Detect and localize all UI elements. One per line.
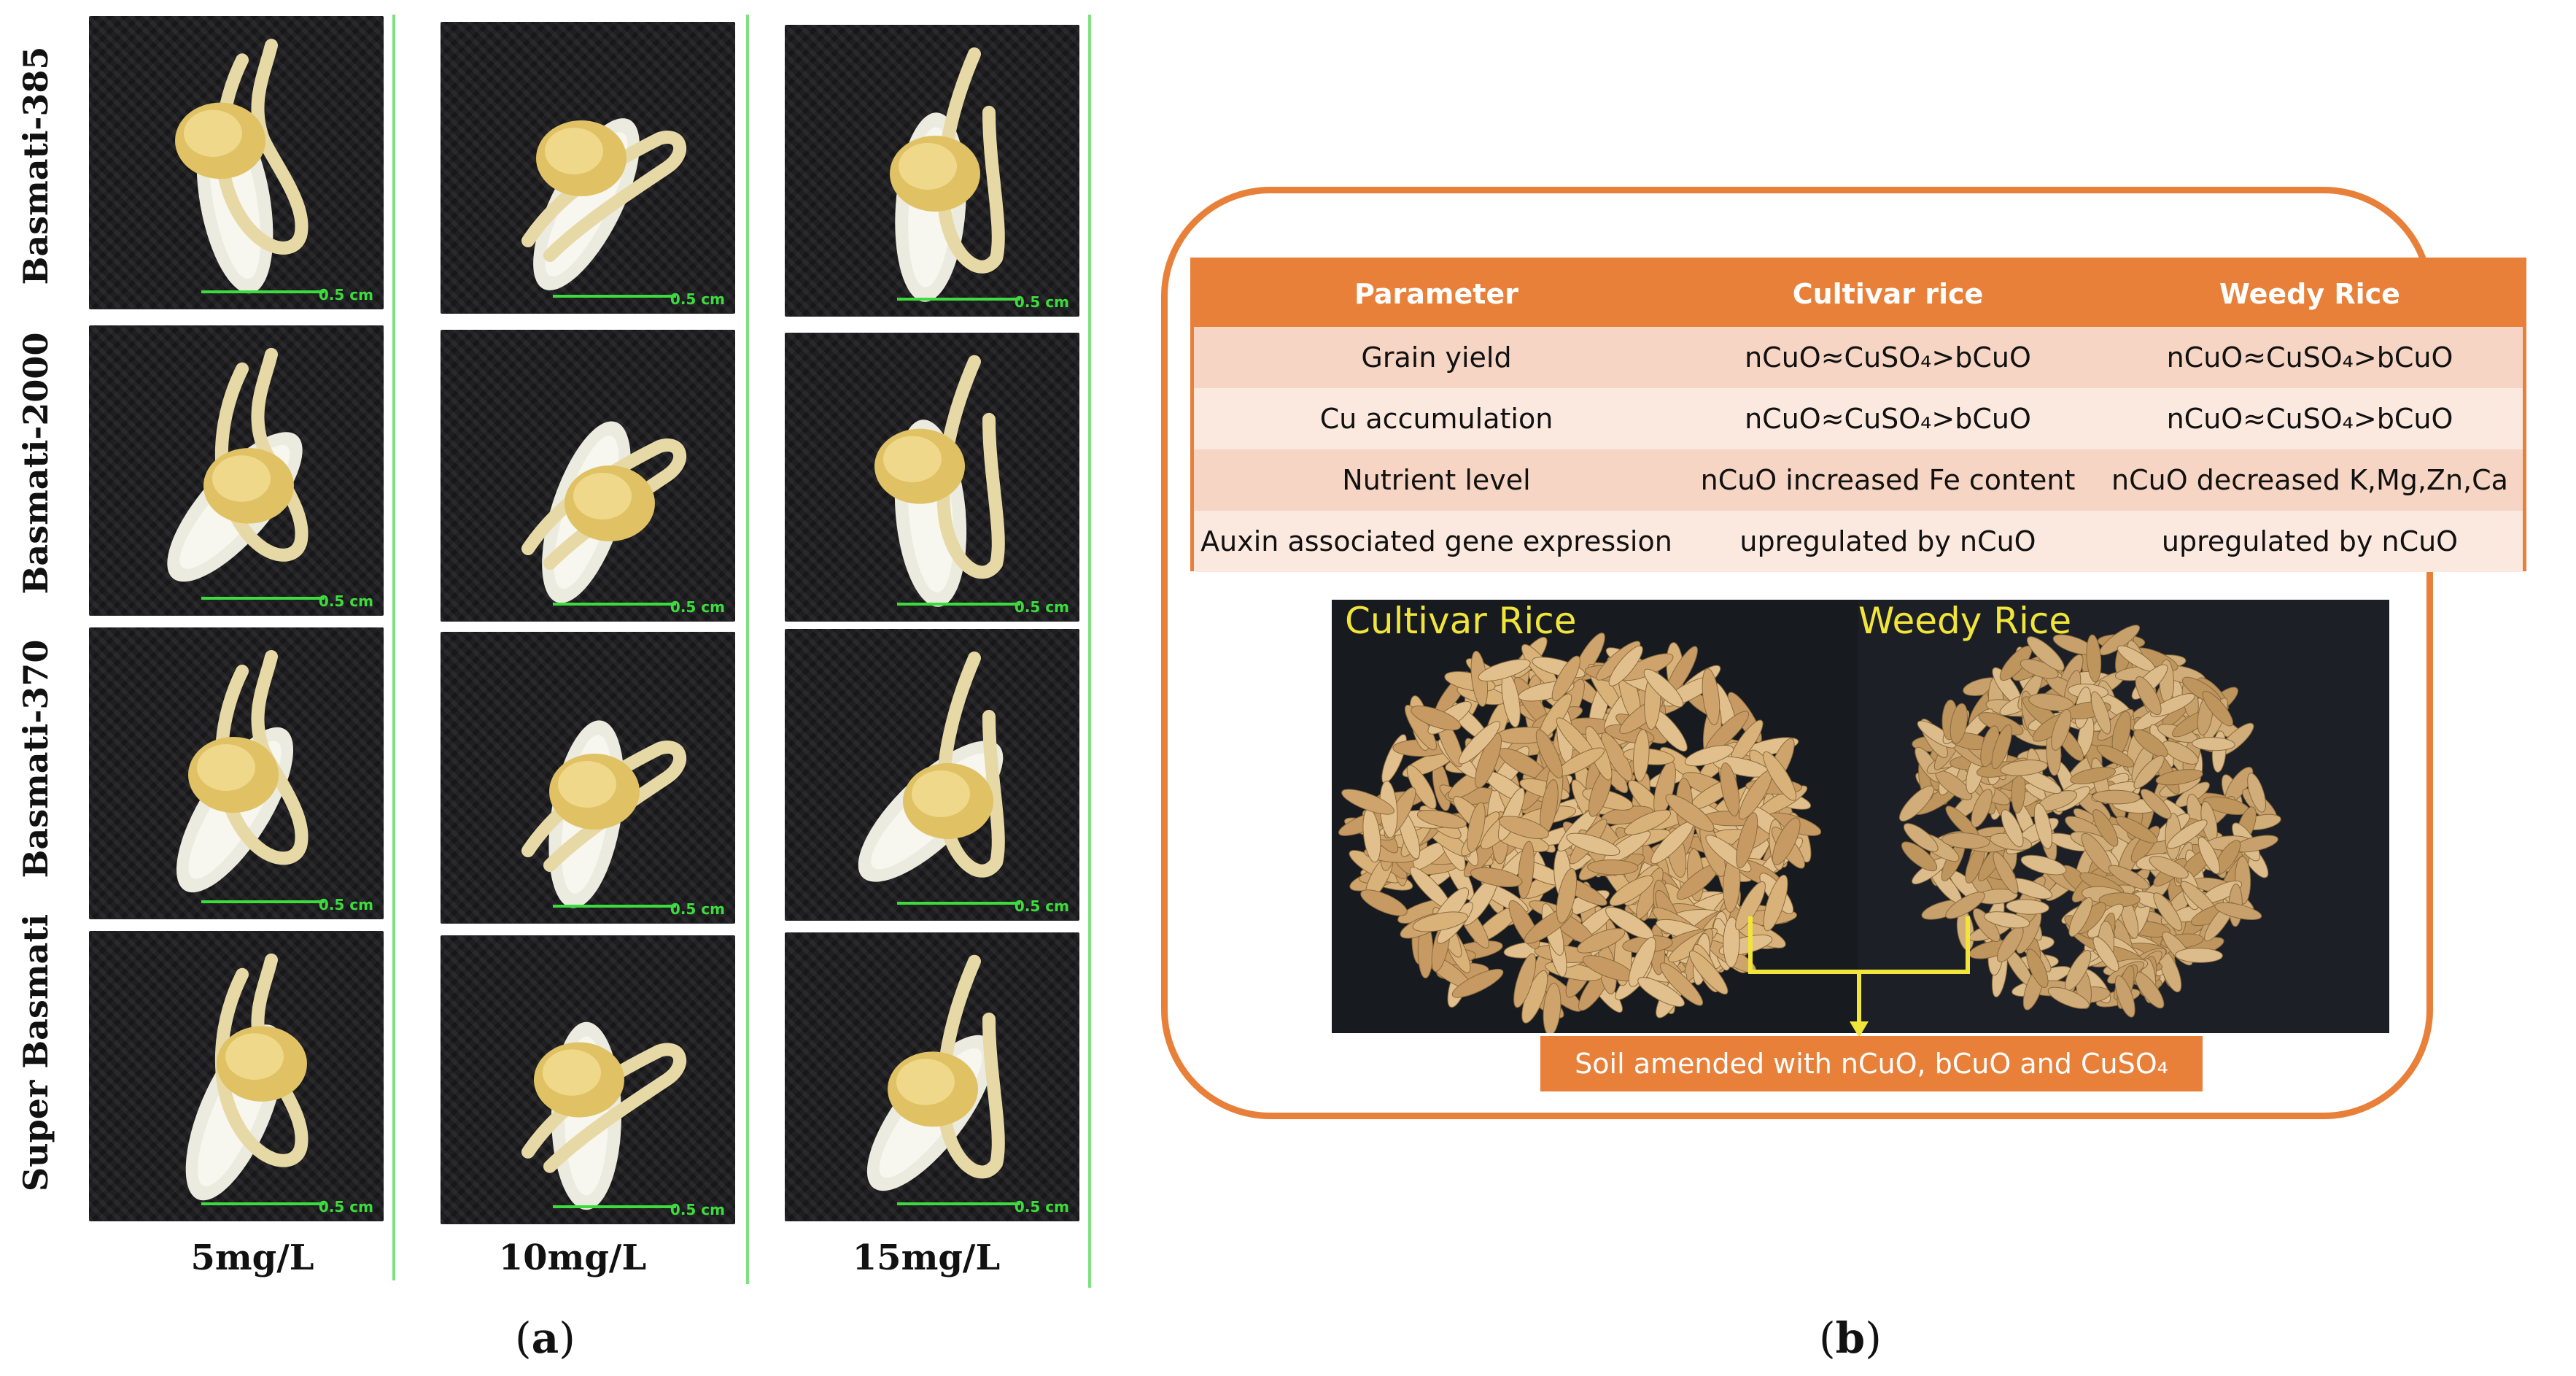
column-label-10mg: 10mg/L [498,1237,647,1278]
bracket-arrow-icon [1748,916,1970,1037]
column-separator [1088,15,1091,1288]
scale-bar-label: 0.5 cm [1014,897,1069,915]
table-row: Grain yield nCuO≈CuSO₄>bCuO nCuO≈CuSO₄>b… [1194,327,2523,388]
summary-frame [1161,187,2433,1119]
seedling-photo: 0.5 cm [89,325,384,616]
panel-label-b: (b) [1819,1313,1882,1363]
seedling-photo: 0.5 cm [441,330,735,622]
row-label-basmati-2000: Basmati-2000 [16,332,55,595]
table-row: Cu accumulation nCuO≈CuSO₄>bCuO nCuO≈CuS… [1194,388,2523,449]
seedling-illustration [185,953,309,1201]
cell-cultivar: nCuO≈CuSO₄>bCuO [1745,403,2031,435]
seedling-photo: 0.5 cm [89,931,384,1221]
seedling-photo: 0.5 cm [89,16,384,309]
label-cultivar-rice: Cultivar Rice [1345,600,1577,642]
cell-cultivar: upregulated by nCuO [1739,525,2036,557]
label-weedy-rice: Weedy Rice [1858,600,2072,642]
cell-weedy: nCuO decreased K,Mg,Zn,Ca [2111,464,2508,496]
scale-bar-label: 0.5 cm [1014,293,1069,311]
seedling-illustration [521,720,687,908]
scale-bar [896,902,1021,905]
results-table: Parameter Cultivar rice Weedy Rice Grain… [1190,258,2526,572]
scale-bar [201,597,325,600]
cell-weedy: nCuO≈CuSO₄>bCuO [2166,403,2453,435]
scale-bar-label: 0.5 cm [1014,598,1069,616]
scale-bar [896,1202,1021,1205]
scale-bar-label: 0.5 cm [670,598,725,616]
column-label-5mg: 5mg/L [190,1237,314,1278]
scale-bar-label: 0.5 cm [670,1201,725,1218]
panel-letter-b: b [1835,1313,1866,1363]
scale-bar [552,295,677,298]
seedling-photo: 0.5 cm [441,632,735,924]
header-parameter: Parameter [1354,278,1518,310]
table-row: Auxin associated gene expression upregul… [1194,511,2523,572]
seedling-photo: 0.5 cm [785,25,1079,317]
scale-bar-label: 0.5 cm [318,1198,373,1215]
rice-grains-illustration [1338,600,2389,1033]
seedling-illustration [858,652,1005,882]
cell-parameter: Nutrient level [1342,464,1531,496]
seedling-illustration [874,355,1005,607]
scale-bar [552,905,677,908]
row-label-basmati-370: Basmati-370 [16,639,55,878]
seedling-illustration [866,954,1005,1191]
rice-grain-photo: Cultivar Rice Weedy Rice [1332,600,2389,1033]
seedling-illustration [890,47,1005,302]
scale-bar [201,1202,325,1205]
scale-bar-label: 0.5 cm [670,900,725,918]
seedling-illustration [167,347,309,582]
scale-bar-label: 0.5 cm [1014,1198,1069,1215]
cell-parameter: Cu accumulation [1319,403,1553,435]
cell-parameter: Auxin associated gene expression [1200,525,1672,557]
scale-bar-label: 0.5 cm [318,286,373,304]
row-label-super-basmati: Super Basmati [16,913,55,1192]
row-label-basmati-385: Basmati-385 [16,46,55,285]
scale-bar-label: 0.5 cm [318,592,373,610]
seedling-photo: 0.5 cm [785,333,1079,622]
seedling-illustration [521,118,687,290]
table-header-row: Parameter Cultivar rice Weedy Rice [1194,261,2523,327]
scale-bar [201,900,325,903]
seedling-illustration [521,1021,687,1210]
seedling-photo: 0.5 cm [441,935,735,1224]
seedling-illustration [176,650,309,893]
seedling-illustration [521,421,687,603]
scale-bar-label: 0.5 cm [670,290,725,308]
seedling-photo: 0.5 cm [785,932,1079,1221]
panel-label-a: (a) [515,1313,575,1363]
seedling-photo: 0.5 cm [441,22,735,314]
seedling-illustration [175,39,309,294]
column-separator [392,15,395,1280]
cell-cultivar: nCuO≈CuSO₄>bCuO [1745,341,2031,374]
scale-bar-label: 0.5 cm [318,896,373,913]
seedling-photo: 0.5 cm [785,629,1079,921]
column-label-15mg: 15mg/L [852,1237,1001,1278]
scale-bar [552,1205,677,1208]
table-row: Nutrient level nCuO increased Fe content… [1194,449,2523,511]
header-weedy: Weedy Rice [2219,278,2400,310]
scale-bar [896,603,1021,606]
scale-bar [201,290,325,293]
seedling-photo: 0.5 cm [89,627,384,919]
soil-amendment-label: Soil amended with nCuO, bCuO and CuSO₄ [1540,1036,2203,1091]
cell-weedy: upregulated by nCuO [2161,525,2459,557]
column-separator [746,15,749,1284]
cell-weedy: nCuO≈CuSO₄>bCuO [2166,341,2453,374]
panel-letter-a: a [531,1313,559,1363]
scale-bar [552,603,677,606]
header-cultivar: Cultivar rice [1792,278,1984,310]
cell-cultivar: nCuO increased Fe content [1700,464,2076,496]
scale-bar [896,298,1021,301]
cell-parameter: Grain yield [1361,341,1512,374]
